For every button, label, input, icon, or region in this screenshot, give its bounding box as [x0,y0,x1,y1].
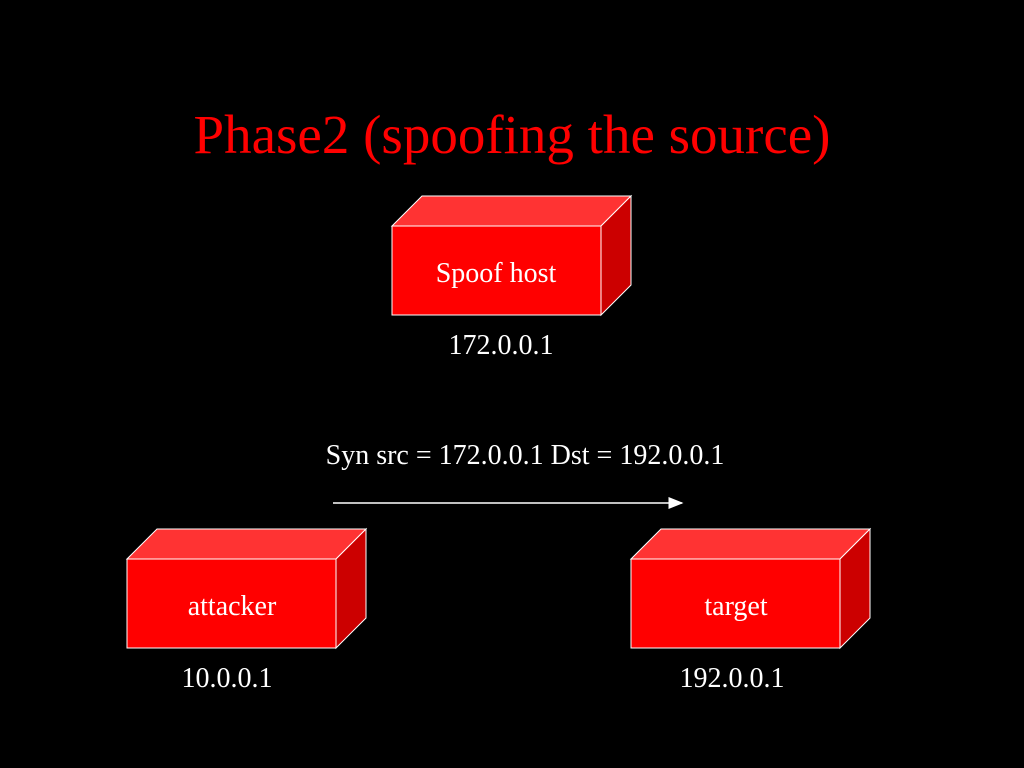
attacker-node: attacker 10.0.0.1 [125,527,368,694]
target-box-front [630,558,841,649]
syn-message-label: Syn src = 172.0.0.1 Dst = 192.0.0.1 [326,440,725,471]
target-address: 192.0.0.1 [680,663,785,694]
target-node: target 192.0.0.1 [629,527,872,694]
spoof-host-node: Spoof host 172.0.0.1 [390,194,633,361]
attacker-label: attacker [188,591,277,622]
spoof-host-box-front [391,225,602,316]
target-label: target [704,591,767,622]
attacker-box-top [125,528,368,560]
spoof-host-label: Spoof host [436,258,557,289]
slide-title: Phase2 (spoofing the source) [193,104,831,165]
target-box-top [629,528,872,560]
attacker-box-front [126,558,337,649]
spoof-host-address: 172.0.0.1 [449,330,554,361]
attacker-address: 10.0.0.1 [182,663,273,694]
spoof-host-box-top [390,195,633,227]
